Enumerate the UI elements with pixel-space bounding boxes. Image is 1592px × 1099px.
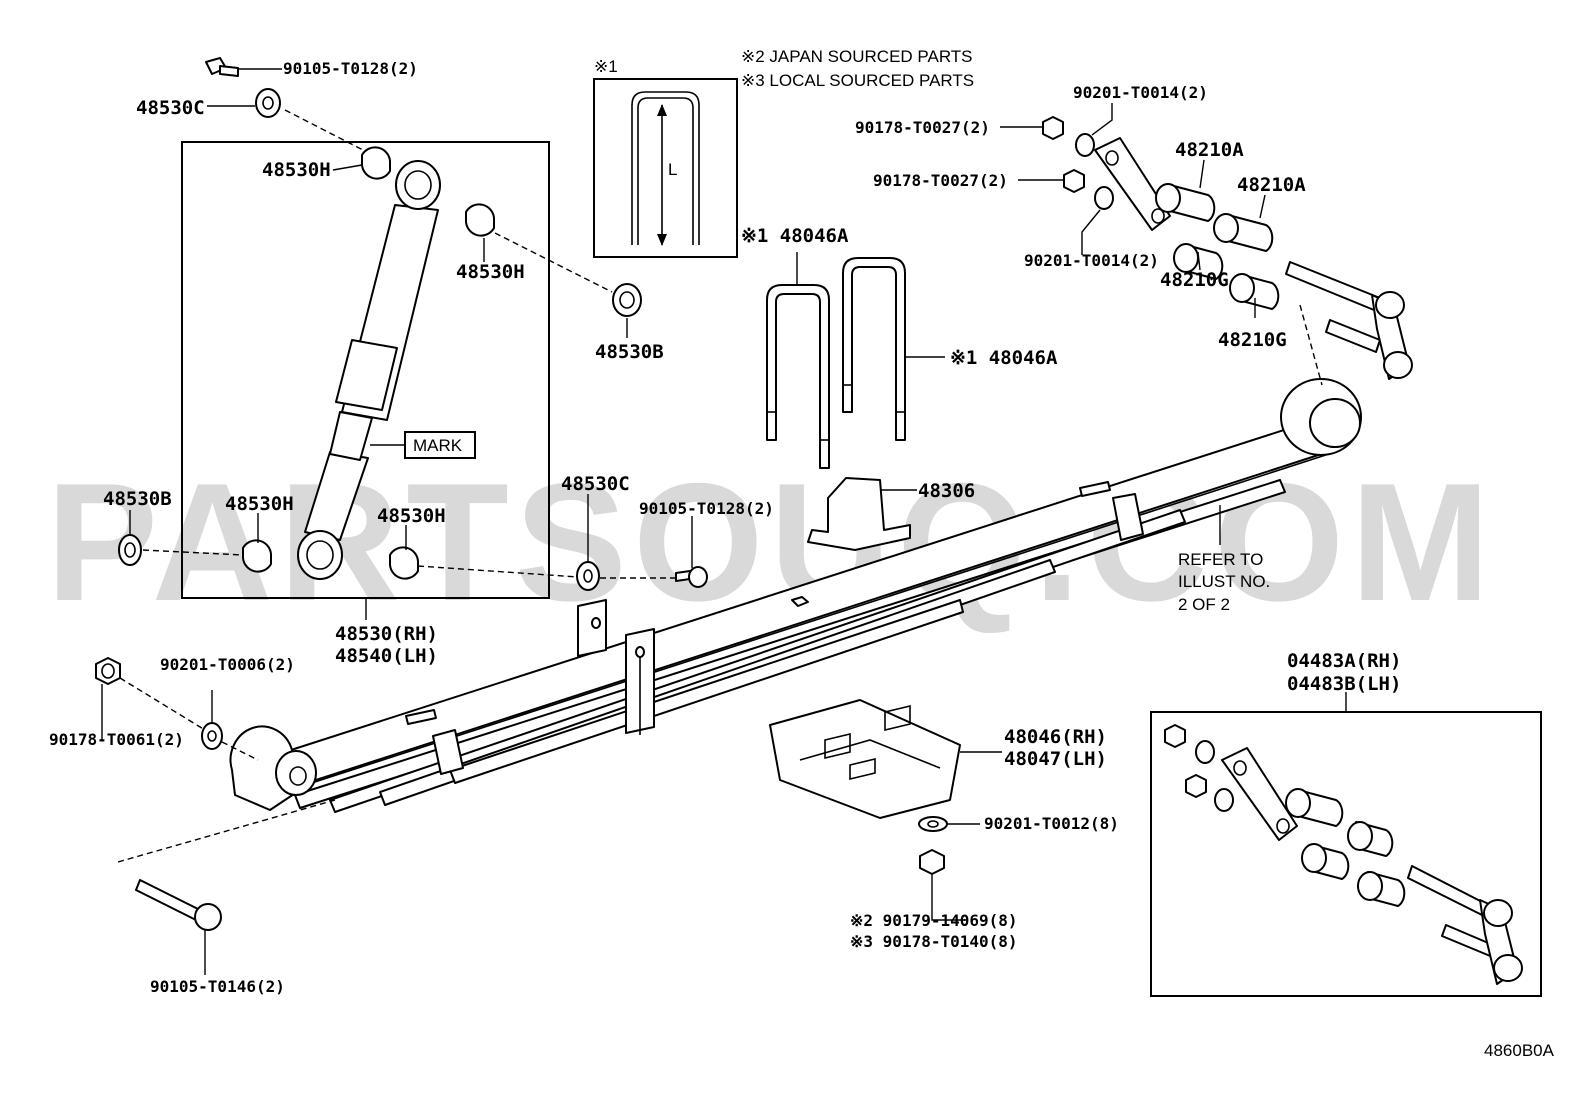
label-48210A-1: 48210A	[1175, 139, 1244, 161]
label-90105-T0128-mid: 90105-T0128(2)	[639, 499, 774, 518]
label-48210A-2: 48210A	[1237, 174, 1306, 196]
shackle-plate-upper[interactable]	[1094, 137, 1171, 231]
ubolt-48046A-right[interactable]	[842, 257, 906, 441]
nut-90179-14069[interactable]	[919, 849, 945, 875]
label-48210G-2: 48210G	[1218, 329, 1287, 351]
label-48530H-4: 48530H	[377, 505, 446, 527]
label-48530B-right: 48530B	[595, 341, 664, 363]
bump-stopper-48306[interactable]	[807, 477, 911, 551]
label-90201-T0006: 90201-T0006(2)	[160, 655, 295, 674]
dash-2	[494, 232, 613, 293]
label-90178-T0140: ※3 90178-T0140(8)	[850, 932, 1018, 951]
label-90178-T0061: 90178-T0061(2)	[49, 730, 184, 749]
bushing-48210G-1[interactable]	[1173, 243, 1224, 280]
dash-7	[221, 741, 259, 761]
legend-3: ※3 LOCAL SOURCED PARTS	[741, 71, 974, 90]
label-90105-T0128-top: 90105-T0128(2)	[283, 59, 418, 78]
label-48046A-2: ※1 48046A	[950, 347, 1058, 369]
mark-text: MARK	[413, 436, 463, 455]
label-90178-T0027-2: 90178-T0027(2)	[873, 171, 1008, 190]
dash-4	[417, 565, 579, 578]
dimension-L: L	[668, 160, 677, 179]
label-48530-rh: 48530(RH)	[335, 623, 438, 645]
leader-90201-T0014-top	[1091, 103, 1113, 136]
ubolt-48046A-left[interactable]	[766, 284, 830, 469]
refer-line-2: ILLUST NO.	[1178, 572, 1270, 591]
ubolt-inset-drawing	[631, 91, 700, 246]
label-48047-lh: 48047(LH)	[1004, 748, 1107, 770]
shock-absorber[interactable]	[297, 160, 441, 580]
bolt-90105-T0128-top[interactable]	[205, 57, 239, 77]
leader-nut	[931, 875, 968, 921]
shackle-kit-drawing[interactable]	[1164, 724, 1523, 985]
bushing-48530H-bottom-right[interactable]	[389, 546, 419, 580]
label-04483B-lh: 04483B(LH)	[1287, 673, 1401, 695]
bolt-90105-T0146[interactable]	[135, 879, 222, 931]
leader-48210A-1	[1199, 159, 1205, 189]
leader-48210G-1	[1197, 251, 1201, 271]
label-90178-T0027-1: 90178-T0027(2)	[855, 118, 990, 137]
bushing-48530H-bottom-left[interactable]	[242, 539, 272, 573]
label-90201-T0014-top: 90201-T0014(2)	[1073, 83, 1208, 102]
label-90179-14069: ※2 90179-14069(8)	[850, 911, 1018, 930]
label-90201-T0012: 90201-T0012(8)	[984, 814, 1119, 833]
label-48540-lh: 48540(LH)	[335, 645, 438, 667]
leader-48530H-1	[332, 164, 363, 171]
leader-90201-T0014-bot	[1081, 209, 1101, 255]
label-48530B-left: 48530B	[103, 488, 172, 510]
shackle-pin-assembly[interactable]	[1285, 261, 1413, 380]
dash-8	[117, 799, 336, 863]
nut-90178-T0027-1[interactable]	[1042, 116, 1064, 140]
bushing-48210A-2[interactable]	[1213, 213, 1274, 252]
washer-48530C-top[interactable]	[255, 88, 281, 118]
label-48210G-1: 48210G	[1160, 269, 1229, 291]
washer-90201-T0006[interactable]	[201, 722, 223, 750]
bushing-48530H-top-left[interactable]	[361, 146, 391, 180]
nut-90178-T0061[interactable]	[95, 657, 121, 685]
label-04483A-rh: 04483A(RH)	[1287, 650, 1401, 672]
washer-90201-T0012[interactable]	[918, 816, 948, 832]
label-90105-T0146: 90105-T0146(2)	[150, 977, 285, 996]
washer-90201-T0014-1[interactable]	[1075, 133, 1095, 157]
dash-1	[284, 109, 364, 151]
label-48530H-3: 48530H	[225, 493, 294, 515]
refer-line-1: REFER TO	[1178, 550, 1263, 569]
nut-90178-T0027-2[interactable]	[1063, 169, 1085, 193]
dash-9	[1299, 304, 1323, 386]
legend-2: ※2 JAPAN SOURCED PARTS	[741, 47, 973, 66]
label-48530C-top: 48530C	[136, 97, 205, 119]
refer-line-3: 2 OF 2	[1178, 595, 1230, 614]
label-90201-T0014-bot: 90201-T0014(2)	[1024, 251, 1159, 270]
label-48530C-mid: 48530C	[561, 473, 630, 495]
cushion-48530B-right[interactable]	[612, 283, 642, 317]
bushing-48210G-2[interactable]	[1229, 273, 1280, 310]
washer-90201-T0014-2[interactable]	[1094, 186, 1114, 210]
label-48530H-1: 48530H	[262, 159, 331, 181]
legend-1: ※1	[594, 57, 618, 76]
ubolt-inset-frame	[593, 78, 738, 258]
spring-seat-48046[interactable]	[769, 699, 961, 819]
cushion-48530B-left[interactable]	[118, 534, 142, 566]
leader-48210A-2	[1259, 194, 1266, 219]
label-48306: 48306	[918, 480, 975, 502]
label-48530H-2: 48530H	[456, 261, 525, 283]
label-48046-rh: 48046(RH)	[1004, 726, 1107, 748]
washer-48530C-mid[interactable]	[576, 561, 600, 591]
dash-3	[142, 549, 244, 556]
dash-6	[119, 677, 206, 731]
bushing-48210A-1[interactable]	[1155, 183, 1216, 222]
label-48046A-1: ※1 48046A	[741, 225, 849, 247]
labels: 90105-T0128(2) 48530C 48530H 48530H 4853…	[49, 47, 1555, 1060]
bushing-48530H-top-right[interactable]	[465, 203, 495, 237]
leaf-spring[interactable]	[229, 378, 1362, 813]
illustration-code: 4860B0A	[1484, 1041, 1555, 1060]
